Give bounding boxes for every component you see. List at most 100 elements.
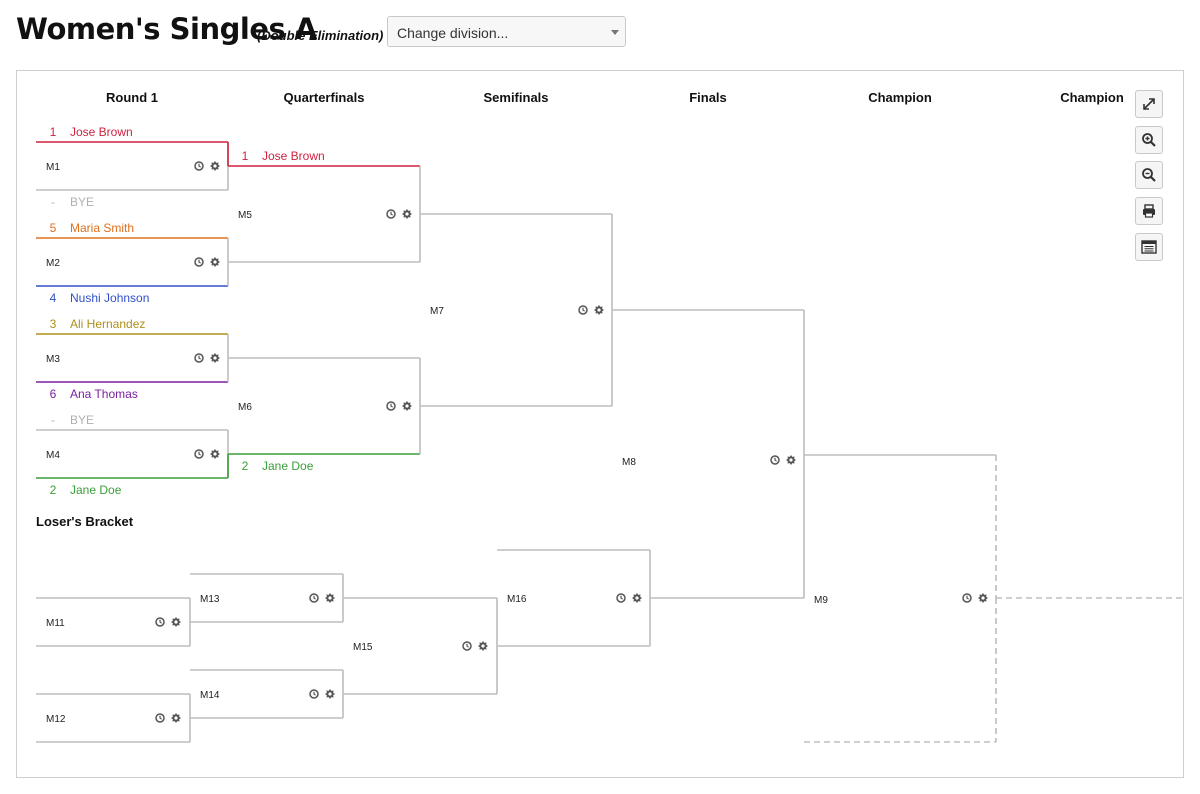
- round-header-6: Champion: [1060, 90, 1124, 105]
- division-select[interactable]: Change division...: [387, 16, 626, 47]
- match-label-m3: M3: [46, 354, 60, 365]
- gear-hole: [481, 644, 485, 648]
- player-name: Maria Smith: [70, 221, 134, 235]
- clock-icon[interactable]: [194, 449, 204, 459]
- expand-icon: [1143, 98, 1155, 110]
- player-seed: 4: [50, 291, 57, 305]
- player-seed: 6: [50, 387, 57, 401]
- match-label-m2: M2: [46, 258, 60, 269]
- player-name: Jane Doe: [262, 459, 314, 473]
- print-button[interactable]: [1135, 197, 1163, 225]
- page-title: Women's Singles A: [16, 12, 317, 46]
- match-label-m4: M4: [46, 450, 60, 461]
- clock-hand: [313, 691, 316, 696]
- gear-hole: [213, 164, 217, 168]
- round-header-1: Round 1: [106, 90, 158, 105]
- match-label-m16: M16: [507, 594, 527, 605]
- page-subtitle: (Double Elimination): [257, 28, 384, 43]
- player-seed: 2: [50, 483, 57, 497]
- list-view-button[interactable]: [1135, 233, 1163, 261]
- match-label-m5: M5: [238, 210, 252, 221]
- player-seed: 2: [242, 459, 249, 473]
- clock-icon[interactable]: [309, 689, 319, 699]
- bracket-panel: [16, 70, 1184, 778]
- clock-hand: [198, 163, 201, 168]
- clock-icon[interactable]: [155, 713, 165, 723]
- clock-icon[interactable]: [309, 593, 319, 603]
- player-name: Nushi Johnson: [70, 291, 149, 305]
- match-label-m8: M8: [622, 457, 636, 468]
- clock-icon[interactable]: [962, 593, 972, 603]
- clock-icon[interactable]: [386, 401, 396, 411]
- clock-icon[interactable]: [194, 353, 204, 363]
- fullscreen-button[interactable]: [1135, 90, 1163, 118]
- player-name: Ana Thomas: [70, 387, 138, 401]
- match-label-m14: M14: [200, 690, 220, 701]
- player-seed: 3: [50, 317, 57, 331]
- clock-icon[interactable]: [616, 593, 626, 603]
- round-header-5: Champion: [868, 90, 932, 105]
- round-header-2: Quarterfinals: [284, 90, 365, 105]
- zoom-in-icon: [1142, 133, 1156, 147]
- gear-hole: [328, 596, 332, 600]
- zoom-out-button[interactable]: [1135, 161, 1163, 189]
- player-seed: 1: [50, 125, 57, 139]
- player-name: Jose Brown: [70, 125, 133, 139]
- clock-icon[interactable]: [194, 161, 204, 171]
- gear-hole: [789, 458, 793, 462]
- gear-hole: [213, 356, 217, 360]
- clock-hand: [966, 595, 969, 600]
- clock-hand: [582, 307, 585, 312]
- gear-hole: [597, 308, 601, 312]
- gear-hole: [174, 620, 178, 624]
- gear-hole: [213, 452, 217, 456]
- print-icon: [1143, 204, 1155, 218]
- clock-hand: [159, 619, 162, 624]
- match-label-m11: M11: [46, 618, 65, 629]
- clock-icon[interactable]: [462, 641, 472, 651]
- gear-hole: [405, 404, 409, 408]
- clock-icon[interactable]: [770, 455, 780, 465]
- gear-hole: [213, 260, 217, 264]
- player-name: Ali Hernandez: [70, 317, 145, 331]
- match-label-m12: M12: [46, 714, 66, 725]
- match-label-m15: M15: [353, 642, 373, 653]
- clock-icon[interactable]: [194, 257, 204, 267]
- gear-hole: [328, 692, 332, 696]
- clock-hand: [159, 715, 162, 720]
- clock-hand: [620, 595, 623, 600]
- chevron-down-icon: [611, 30, 619, 35]
- match-label-m13: M13: [200, 594, 220, 605]
- clock-hand: [466, 643, 469, 648]
- clock-hand: [774, 457, 777, 462]
- player-name: Jane Doe: [70, 483, 122, 497]
- player-seed: 5: [50, 221, 57, 235]
- list-icon: [1141, 240, 1157, 254]
- gear-hole: [981, 596, 985, 600]
- player-seed: -: [51, 195, 55, 209]
- player-name: BYE: [70, 195, 94, 209]
- losers-bracket-label: Loser's Bracket: [36, 514, 134, 529]
- round-header-3: Semifinals: [483, 90, 548, 105]
- clock-icon[interactable]: [155, 617, 165, 627]
- division-select-value: Change division...: [397, 25, 509, 41]
- clock-hand: [198, 259, 201, 264]
- gear-hole: [174, 716, 178, 720]
- clock-icon[interactable]: [578, 305, 588, 315]
- player-seed: 1: [242, 149, 249, 163]
- clock-hand: [390, 211, 393, 216]
- match-label-m7: M7: [430, 306, 444, 317]
- clock-hand: [313, 595, 316, 600]
- match-label-m1: M1: [46, 162, 60, 173]
- round-header-4: Finals: [689, 90, 727, 105]
- player-name: Jose Brown: [262, 149, 325, 163]
- clock-icon[interactable]: [386, 209, 396, 219]
- clock-hand: [198, 355, 201, 360]
- clock-hand: [390, 403, 393, 408]
- zoom-in-button[interactable]: [1135, 126, 1163, 154]
- match-label-m6: M6: [238, 402, 252, 413]
- zoom-out-icon: [1142, 168, 1156, 182]
- gear-hole: [405, 212, 409, 216]
- match-label-m9: M9: [814, 595, 828, 606]
